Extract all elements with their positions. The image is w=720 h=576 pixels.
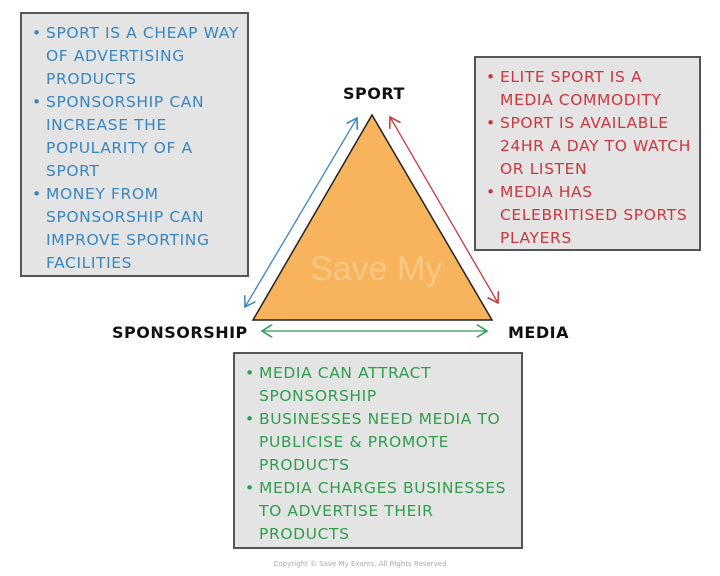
watermark: Save My bbox=[310, 250, 442, 288]
sport-media-box: ELITE SPORT IS A MEDIA COMMODITY SPORT I… bbox=[474, 56, 701, 251]
list-item: MEDIA HAS CELEBRITISED SPORTS PLAYERS bbox=[486, 181, 693, 250]
media-sponsorship-box: MEDIA CAN ATTRACT SPONSORSHIP BUSINESSES… bbox=[233, 352, 523, 549]
arrow-sport-media bbox=[390, 117, 498, 303]
node-sport: SPORT bbox=[343, 84, 405, 103]
list-item: BUSINESSES NEED MEDIA TO PUBLICISE & PRO… bbox=[245, 408, 515, 477]
list-item: MEDIA CHARGES BUSINESSES TO ADVERTISE TH… bbox=[245, 477, 515, 546]
node-sponsorship: SPONSORSHIP bbox=[112, 323, 248, 342]
list-item: MONEY FROM SPONSORSHIP CAN IMPROVE SPORT… bbox=[32, 183, 241, 275]
copyright: Copyright © Save My Exams. All Rights Re… bbox=[273, 560, 447, 568]
list-item: MEDIA CAN ATTRACT SPONSORSHIP bbox=[245, 362, 515, 408]
sport-sponsorship-box: SPORT IS A CHEAP WAY OF ADVERTISING PROD… bbox=[20, 12, 249, 277]
triangle bbox=[251, 113, 494, 321]
list-item: ELITE SPORT IS A MEDIA COMMODITY bbox=[486, 66, 693, 112]
list-item: SPONSORSHIP CAN INCREASE THE POPULARITY … bbox=[32, 91, 241, 183]
list-item: SPORT IS AVAILABLE 24HR A DAY TO WATCH O… bbox=[486, 112, 693, 181]
list-item: SPORT IS A CHEAP WAY OF ADVERTISING PROD… bbox=[32, 22, 241, 91]
node-media: MEDIA bbox=[508, 323, 569, 342]
arrow-sport-sponsorship bbox=[245, 118, 357, 307]
